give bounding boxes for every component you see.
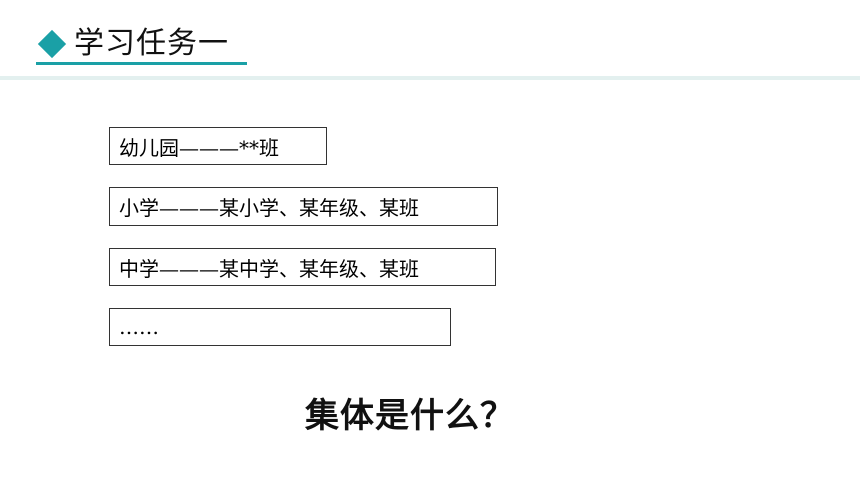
diamond-icon [37, 29, 67, 59]
section-header: 学习任务一 [36, 24, 229, 64]
text-box-primary-school: 小学———某小学、某年级、某班 [109, 187, 498, 226]
text-box-kindergarten: 幼儿园———**班 [109, 127, 327, 165]
question-text: 集体是什么？ [305, 396, 515, 436]
text-box-ellipsis: …… [109, 308, 451, 346]
title-underline [36, 62, 247, 65]
text-box-middle-school: 中学———某中学、某年级、某班 [109, 248, 496, 286]
header-divider [0, 76, 860, 80]
section-title: 学习任务一 [74, 26, 229, 61]
